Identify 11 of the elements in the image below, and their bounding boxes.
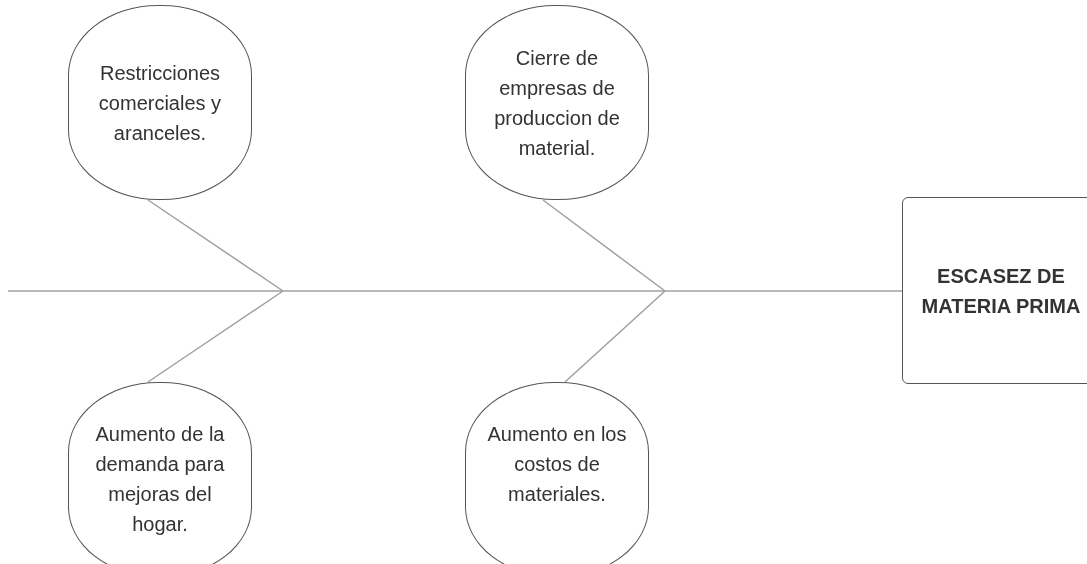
bone-line (542, 199, 666, 292)
effect-text: ESCASEZ DE MATERIA PRIMA (920, 263, 1082, 319)
bone-line (564, 290, 666, 383)
cause-text: Aumento de la demanda para mejoras del hogar. (94, 422, 226, 537)
bone-line (147, 290, 284, 383)
cause-text: Cierre de empresas de produccion de material. (493, 45, 621, 161)
cause-text: Aumento en los costos de materiales. (486, 422, 628, 507)
effect-box (902, 197, 1087, 384)
bone-line (147, 199, 284, 292)
cause-text: Restricciones comerciales y aranceles. (97, 60, 223, 146)
spine-line (7, 290, 903, 292)
